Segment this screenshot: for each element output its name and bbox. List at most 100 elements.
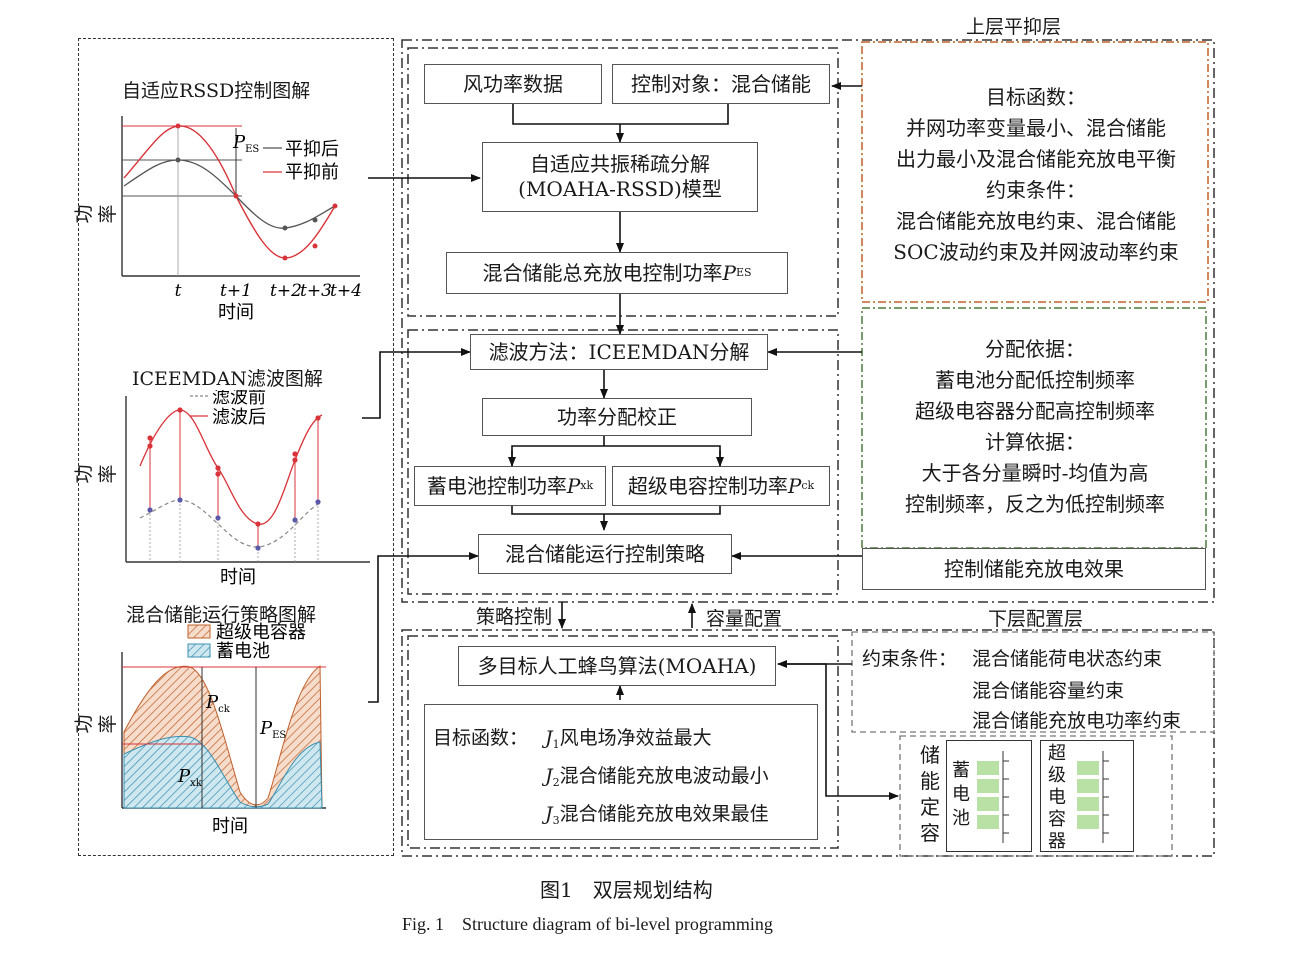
- power-correction-box: 功率分配校正: [482, 398, 752, 436]
- objective-j3-sub: 3: [552, 814, 560, 827]
- rssd-xlabel: 时间: [218, 302, 254, 323]
- allocation-line-0: 分配依据：: [985, 337, 1085, 361]
- allocation-line-4: 大于各分量瞬时-均值为高: [921, 461, 1149, 485]
- strategy-legend-sc: 超级电容器: [216, 622, 306, 643]
- constraint-label: 约束条件：: [862, 648, 958, 670]
- constraint-0: 混合储能荷电状态约束: [972, 648, 1163, 670]
- filter-method-label: 滤波方法：ICEEMDAN分解: [488, 339, 750, 364]
- total-power-label: 混合储能总充放电控制功率: [482, 260, 723, 285]
- allocation-line-5: 控制频率，反之为低控制频率: [905, 492, 1165, 516]
- capacity-config-label: 容量配置: [706, 608, 783, 630]
- strategy-pxk-label: Pxk: [177, 766, 203, 789]
- caption-en: Fig. 1 Structure diagram of bi-level pro…: [402, 914, 773, 934]
- strategy-legend-bat: 蓄电池: [216, 641, 270, 662]
- rssd-xtick-2: t+2: [270, 281, 302, 301]
- objective-j3-text: 混合储能充放电效果最佳: [559, 803, 769, 825]
- rssd-xtick-4: t+4: [330, 281, 362, 301]
- iceemdan-legend-before: 滤波前: [212, 390, 266, 408]
- strategy-pck-label: Pck: [205, 692, 231, 715]
- rssd-model-line2: (MOAHA-RSSD)模型: [518, 177, 722, 201]
- objective-line-1: 并网功率变量最小、混合储能: [906, 116, 1166, 140]
- strategy-chart: 超级电容器 蓄电池 Pck PES Pxk 时间: [121, 622, 326, 837]
- rssd-legend-before: 平抑前: [285, 162, 339, 183]
- rssd-xtick-1: t+1: [220, 281, 252, 301]
- allocation-line-2: 超级电容器分配高控制频率: [915, 399, 1155, 423]
- battery-power-sub: xk: [580, 479, 594, 493]
- sc-cells: [1077, 751, 1109, 843]
- rssd-model-line1: 自适应共振稀疏分解: [530, 152, 710, 176]
- objective-item-2: J3混合储能充放电效果最佳: [545, 799, 769, 827]
- rssd-legend-after: 平抑后: [285, 139, 339, 160]
- objective-line-2: 出力最小及混合储能充放电平衡: [896, 147, 1176, 171]
- rssd-model-box: 自适应共振稀疏分解 (MOAHA-RSSD)模型: [482, 142, 758, 212]
- upper-layer-title: 上层平抑层: [966, 16, 1062, 38]
- constraint-1: 混合储能容量约束: [972, 680, 1125, 702]
- control-target-box: 控制对象：混合储能: [612, 64, 830, 104]
- objective-item-1: J2混合储能充放电波动最小: [545, 761, 769, 789]
- battery-power-P: P: [566, 473, 581, 498]
- objective-text: 目标函数： 并网功率变量最小、混合储能 出力最小及混合储能充放电平衡 约束条件：…: [866, 82, 1206, 268]
- objective-j1: J: [545, 727, 553, 749]
- lower-layer-title: 下层配置层: [988, 608, 1084, 630]
- left-panel: [78, 38, 394, 856]
- total-power-sub: ES: [735, 266, 752, 280]
- sc-power-sub: ck: [801, 479, 815, 493]
- objective-j3: J: [545, 803, 553, 825]
- rssd-xtick-3: t+3: [300, 281, 332, 301]
- battery-cells: [977, 751, 1009, 843]
- rssd-pes-label: PES: [232, 132, 259, 155]
- sizing-label: 储能定容: [920, 743, 940, 845]
- strategy-xlabel: 时间: [212, 816, 248, 837]
- battery-unit: 蓄电池: [946, 740, 1032, 852]
- control-target-label: 控制对象：混合储能: [631, 71, 811, 96]
- strategy-label: 混合储能运行控制策略: [505, 541, 705, 566]
- battery-power-label: 蓄电池控制功率: [426, 473, 567, 498]
- iceemdan-chart: 滤波前 滤波后 时间: [125, 390, 370, 588]
- total-power-P: P: [722, 260, 736, 285]
- moaha-label: 多目标人工蜂鸟算法(MOAHA): [477, 653, 757, 678]
- objective-j1-text: 风电场净效益最大: [559, 727, 712, 749]
- moaha-box: 多目标人工蜂鸟算法(MOAHA): [458, 646, 776, 686]
- rssd-chart: PES 平抑后 平抑前 t t+1 t+2 t+3 t+4 时间: [121, 116, 362, 323]
- sc-unit-label: 超级电容器: [1048, 743, 1066, 852]
- effect-box: 控制储能充放电效果: [862, 548, 1206, 590]
- allocation-line-1: 蓄电池分配低控制频率: [935, 368, 1135, 392]
- strategy-box: 混合储能运行控制策略: [478, 534, 732, 574]
- objective-j2-text: 混合储能充放电波动最小: [559, 765, 769, 787]
- allocation-line-3: 计算依据：: [985, 430, 1085, 454]
- iceemdan-title: ICEEMDAN滤波图解: [132, 368, 323, 390]
- rssd-xtick-0: t: [175, 281, 182, 301]
- sc-power-label: 超级电容控制功率: [627, 473, 788, 498]
- effect-label: 控制储能充放电效果: [944, 556, 1124, 581]
- strategy-title: 混合储能运行策略图解: [126, 604, 317, 626]
- objective-j2-sub: 2: [552, 776, 560, 789]
- caption-cn: 图1 双层规划结构: [540, 878, 713, 902]
- objective-line-3: 约束条件：: [986, 178, 1086, 202]
- iceemdan-xlabel: 时间: [220, 567, 256, 588]
- sc-unit: 超级电容器: [1040, 740, 1134, 852]
- sc-power-P: P: [787, 473, 802, 498]
- objectives-box: 目标函数： J1风电场净效益最大 J2混合储能充放电波动最小 J3混合储能充放电…: [424, 704, 818, 840]
- filter-method-box: 滤波方法：ICEEMDAN分解: [470, 334, 768, 370]
- strategy-pes-label: PES: [259, 718, 286, 741]
- objective-j1-sub: 1: [552, 738, 560, 751]
- iceemdan-legend-after: 滤波后: [212, 407, 266, 428]
- objective-line-4: 混合储能充放电约束、混合储能: [896, 209, 1176, 233]
- objectives-label: 目标函数：: [433, 727, 529, 749]
- objective-j2: J: [545, 765, 553, 787]
- objective-line-0: 目标函数：: [986, 85, 1086, 109]
- wind-data-label: 风功率数据: [463, 71, 563, 96]
- allocation-text: 分配依据： 蓄电池分配低控制频率 超级电容器分配高控制频率 计算依据： 大于各分…: [866, 334, 1204, 520]
- power-correction-label: 功率分配校正: [557, 404, 677, 429]
- battery-unit-label: 蓄电池: [952, 760, 970, 829]
- objective-item-0: J1风电场净效益最大: [545, 723, 712, 751]
- wind-data-box: 风功率数据: [424, 64, 602, 104]
- rssd-title: 自适应RSSD控制图解: [122, 80, 311, 102]
- constraint-2: 混合储能充放电功率约束: [972, 710, 1182, 732]
- objective-line-5: SOC波动约束及并网波动率约束: [893, 240, 1179, 264]
- strategy-control-label: 策略控制: [476, 606, 553, 628]
